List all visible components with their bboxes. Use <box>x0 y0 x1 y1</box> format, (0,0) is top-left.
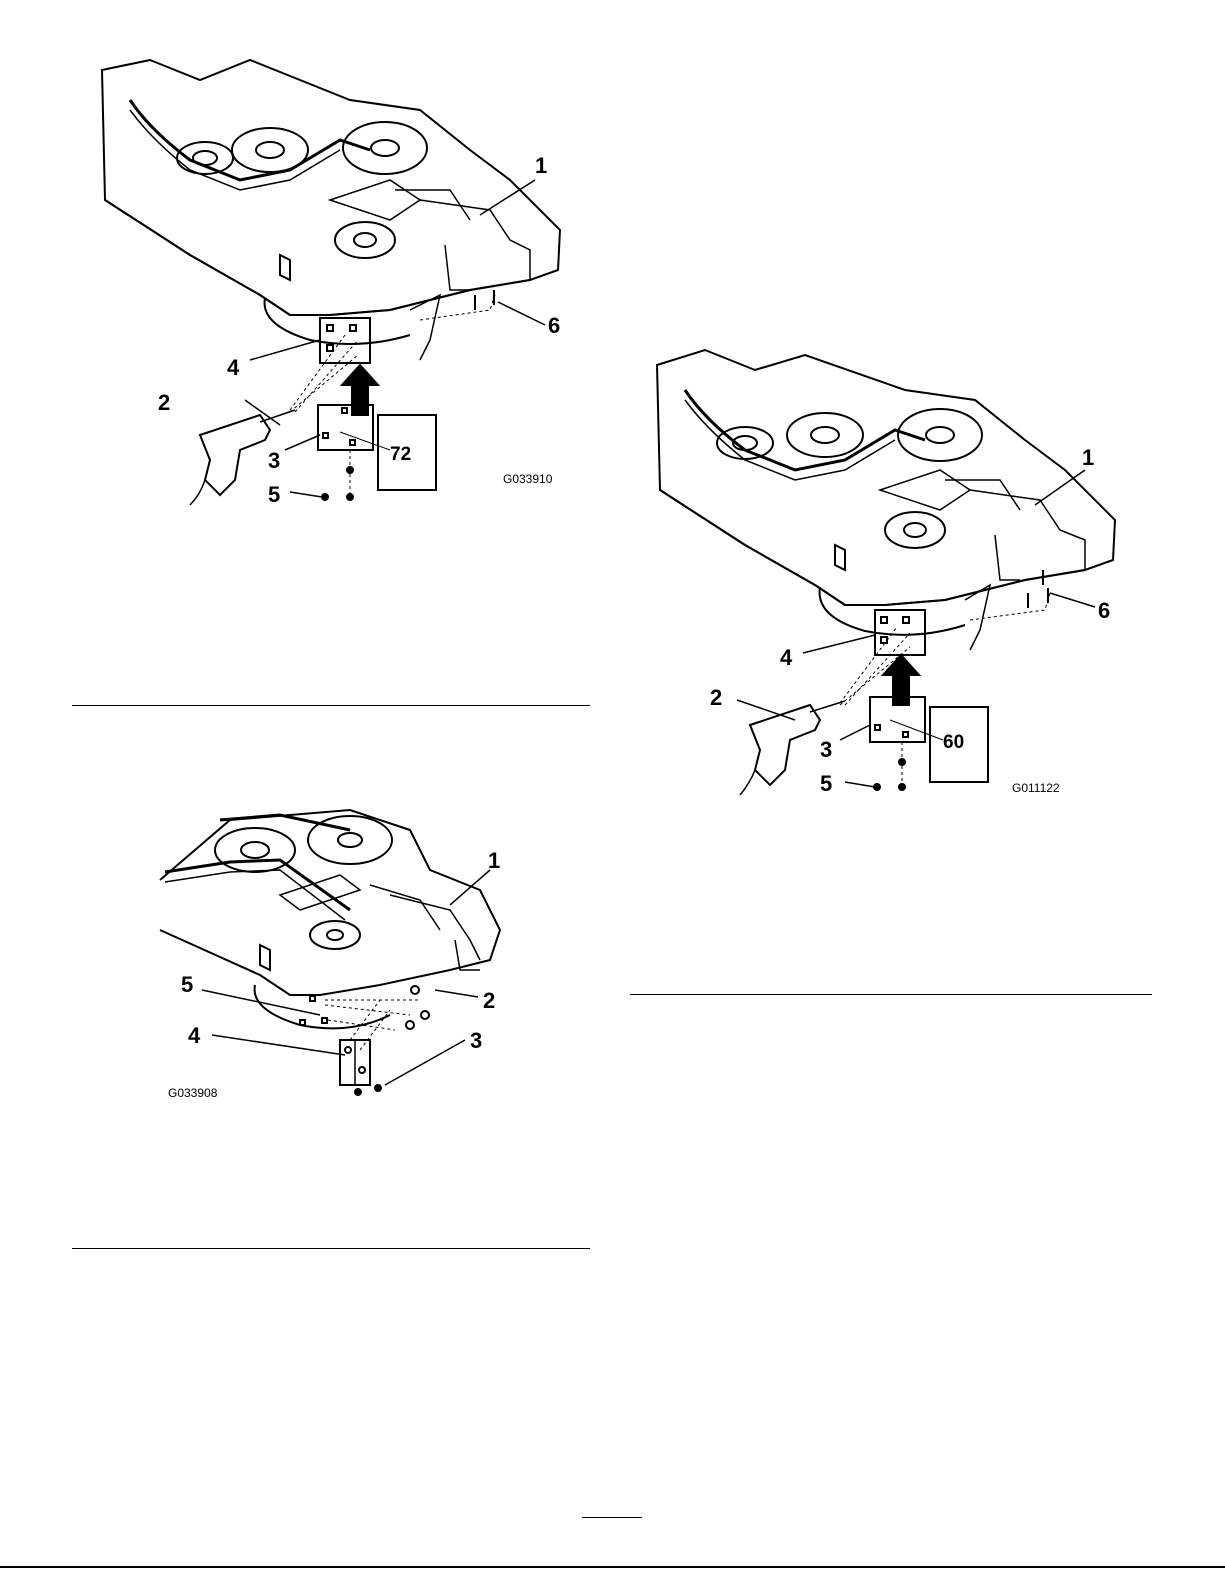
callout-5: 5 <box>181 972 193 997</box>
deck-illustration: 72 1 2 3 4 5 6 G033910 <box>90 40 590 510</box>
section-divider <box>72 1248 590 1249</box>
figure-g033908: 1 2 3 4 5 G033908 <box>150 800 530 1110</box>
figure-id: G011122 <box>1012 781 1060 795</box>
callout-3: 3 <box>470 1028 482 1053</box>
callout-1: 1 <box>1082 445 1094 470</box>
deck-illustration: 60 1 2 3 4 5 6 G011122 <box>645 335 1135 805</box>
figure-g011122: 60 1 2 3 4 5 6 G011122 <box>645 335 1135 805</box>
figure-id: G033910 <box>503 472 553 486</box>
callout-6: 6 <box>548 313 560 338</box>
section-divider <box>630 994 1152 995</box>
figure-g033910: 72 1 2 3 4 5 6 G033910 <box>90 40 590 510</box>
callout-5: 5 <box>268 482 280 507</box>
page-number-rule <box>582 1517 642 1518</box>
callout-2: 2 <box>158 390 170 415</box>
callout-4: 4 <box>188 1023 201 1048</box>
callout-2: 2 <box>483 988 495 1013</box>
callout-2: 2 <box>710 685 722 710</box>
section-divider <box>72 705 590 706</box>
callout-1: 1 <box>488 848 500 873</box>
callout-4: 4 <box>780 645 793 670</box>
callout-4: 4 <box>227 355 240 380</box>
callout-3: 3 <box>268 448 280 473</box>
callout-5: 5 <box>820 771 832 796</box>
decal-number: 72 <box>390 444 411 465</box>
callout-1: 1 <box>535 153 547 178</box>
deck-illustration: 1 2 3 4 5 G033908 <box>150 800 530 1110</box>
callout-3: 3 <box>820 737 832 762</box>
decal-number: 60 <box>943 732 964 753</box>
callout-6: 6 <box>1098 598 1110 623</box>
figure-id: G033908 <box>168 1086 218 1100</box>
footer-rule <box>0 1566 1225 1568</box>
